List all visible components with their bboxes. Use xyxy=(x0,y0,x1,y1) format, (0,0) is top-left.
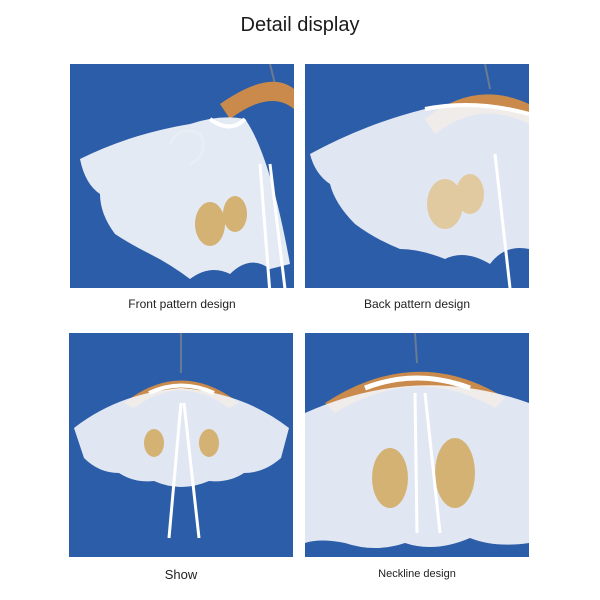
panel-caption: Back pattern design xyxy=(363,297,471,311)
panel-caption: Show xyxy=(164,567,198,582)
panel-caption: Neckline design xyxy=(378,568,456,580)
collar-back-photo xyxy=(305,64,529,288)
collar-show-photo xyxy=(69,333,293,557)
collar-front-photo xyxy=(70,64,294,288)
collar-neckline-photo xyxy=(305,333,529,557)
panel-caption: Front pattern design xyxy=(128,297,236,311)
page-title: Detail display xyxy=(240,14,360,36)
